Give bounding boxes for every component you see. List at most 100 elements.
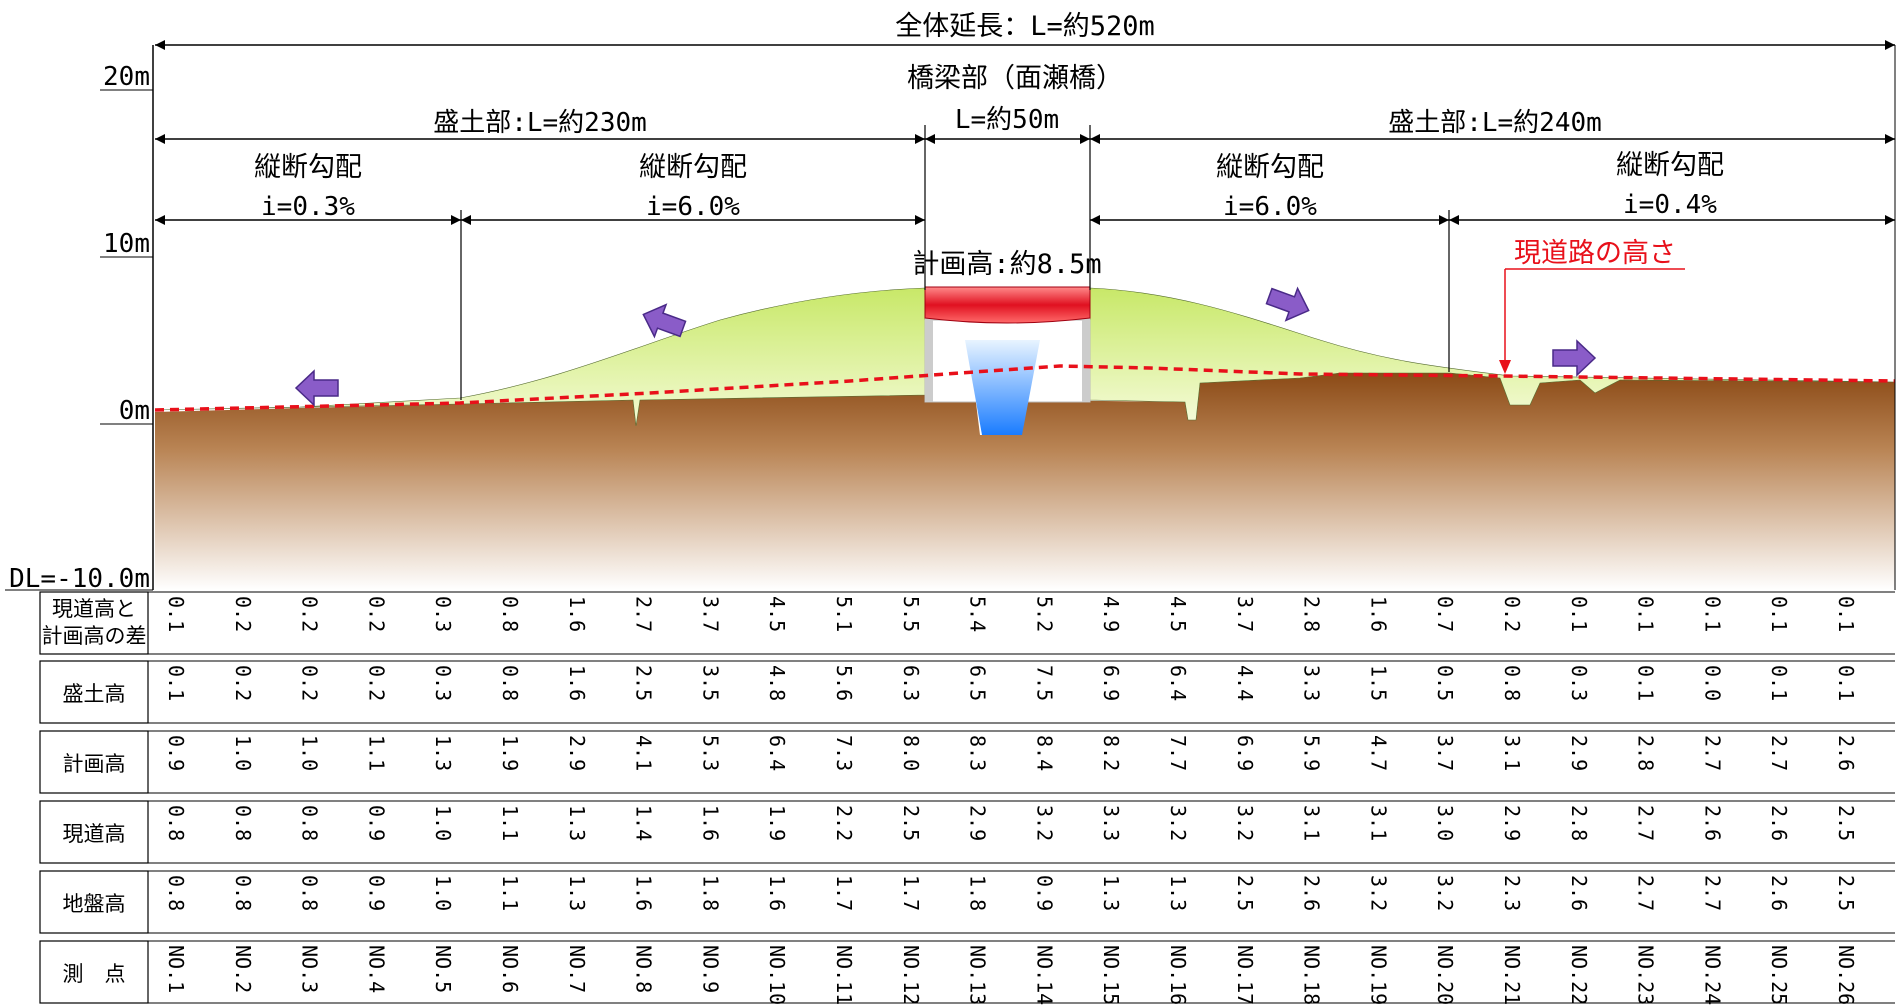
table-cell-value: 0.1 <box>1634 596 1658 632</box>
table-cell-value: 1.0 <box>298 735 322 771</box>
table-cell-value: 6.4 <box>1166 665 1190 701</box>
slope-4-value: i=0.4% <box>1623 190 1717 220</box>
table-row-label-cell <box>39 660 149 724</box>
table-cell-value: 1.3 <box>565 875 589 911</box>
table-cell-value: 0.9 <box>1032 875 1056 911</box>
table-cell-value: 4.7 <box>1366 735 1390 771</box>
table-cell-value: 2.9 <box>565 735 589 771</box>
table-cell-value: 1.1 <box>498 805 522 841</box>
table-cell-value: 2.7 <box>1700 735 1724 771</box>
table-cell-value: 0.2 <box>231 665 255 701</box>
table-cell-value: 6.9 <box>1099 665 1123 701</box>
table-cell-value: NO.20 <box>1433 945 1457 1005</box>
table-cell-value: 1.4 <box>632 805 656 841</box>
table-cell-value: 3.2 <box>1032 805 1056 841</box>
table-cell-value: 2.3 <box>1500 875 1524 911</box>
bridge-deck <box>924 286 1091 324</box>
table-cell-value: 0.3 <box>431 596 455 632</box>
table-cell-value: 6.5 <box>966 665 990 701</box>
table-cell-value: NO.10 <box>765 945 789 1005</box>
dim-embank-right-label: 盛土部:L=約240m <box>1388 108 1602 138</box>
table-cell-value: 1.0 <box>431 875 455 911</box>
axis-label-0m: 0m <box>119 396 150 426</box>
table-cell-value: NO.15 <box>1099 945 1123 1005</box>
table-cell-value: 2.8 <box>1634 735 1658 771</box>
table-cell-value: NO.1 <box>164 945 188 993</box>
dim-embank-left-label: 盛土部:L=約230m <box>433 108 647 138</box>
slope-2-title: 縦断勾配 <box>639 152 747 183</box>
table-cell-value: NO.5 <box>431 945 455 993</box>
table-cell-value: 2.6 <box>1834 735 1858 771</box>
dim-total-label: 全体延長：L=約520m <box>895 11 1155 42</box>
table-cell-value: 0.2 <box>1500 596 1524 632</box>
table-cell-value: 1.3 <box>1099 875 1123 911</box>
table-cell-value: 0.2 <box>231 596 255 632</box>
table-cell-value: 0.8 <box>164 875 188 911</box>
table-cell-value: 3.2 <box>1366 875 1390 911</box>
table-cell-value: 1.0 <box>231 735 255 771</box>
table-cell-value: 1.6 <box>565 665 589 701</box>
table-cell-value: NO.13 <box>966 945 990 1005</box>
table-row-label: 現道高と <box>52 597 136 621</box>
axis-label-datum: DL=-10.0m <box>9 564 150 594</box>
table-cell-value: 1.6 <box>632 875 656 911</box>
table-cell-value: 1.6 <box>1366 596 1390 632</box>
table-row-label: 地盤高 <box>63 892 126 916</box>
table-cell-value: NO.4 <box>364 945 388 993</box>
table-cell-value: 0.8 <box>164 805 188 841</box>
table-cell-value: 3.2 <box>1233 805 1257 841</box>
table-cell-value: 1.6 <box>765 875 789 911</box>
table-cell-value: NO.18 <box>1300 945 1324 1005</box>
table-cell-value: 0.1 <box>1567 596 1591 632</box>
road-height-label: 現道路の高さ <box>1514 238 1676 269</box>
table-cell-value: 6.3 <box>899 665 923 701</box>
table-row-label-cell <box>39 730 149 794</box>
table-cell-value: 5.9 <box>1300 735 1324 771</box>
table-cell-value: 2.5 <box>1834 805 1858 841</box>
bridge-pier-right <box>1082 318 1090 402</box>
table-cell-value: 0.1 <box>164 665 188 701</box>
table-cell-value: NO.12 <box>899 945 923 1005</box>
table-cell-value: 4.4 <box>1233 665 1257 701</box>
table-cell-value: 1.3 <box>565 805 589 841</box>
table-cell-value: NO.14 <box>1032 945 1056 1005</box>
table-cell-value: 4.9 <box>1099 596 1123 632</box>
table-cell-value: NO.26 <box>1834 945 1858 1005</box>
table-cell-value: NO.2 <box>231 945 255 993</box>
table-cell-value: 0.2 <box>298 596 322 632</box>
slope-1-title: 縦断勾配 <box>254 152 362 183</box>
table-cell-value: 4.5 <box>765 596 789 632</box>
table-cell-value: 6.9 <box>1233 735 1257 771</box>
table-cell-value: 0.3 <box>431 665 455 701</box>
table-cell-value: 2.6 <box>1300 875 1324 911</box>
table-row-label-cell <box>39 591 149 655</box>
table-cell-value: 1.6 <box>698 805 722 841</box>
table-cell-value: 0.8 <box>1500 665 1524 701</box>
slope-3-title: 縦断勾配 <box>1216 152 1324 183</box>
table-cell-value: 0.1 <box>1834 596 1858 632</box>
table-cell-value: 1.6 <box>565 596 589 632</box>
table-row-label-cell <box>39 870 149 934</box>
direction-arrow-right-2 <box>1552 339 1597 377</box>
table-cell-value: 5.3 <box>698 735 722 771</box>
table-cell-value: 2.5 <box>632 665 656 701</box>
table-cell-value: 7.7 <box>1166 735 1190 771</box>
table-cell-value: 0.8 <box>231 875 255 911</box>
table-cell-value: 3.7 <box>698 596 722 632</box>
table-row-label: 盛土高 <box>63 682 126 706</box>
table-cell-value: 2.7 <box>1767 735 1791 771</box>
table-cell-value: 5.5 <box>899 596 923 632</box>
table-cell-value: 0.8 <box>298 875 322 911</box>
table-cell-value: NO.11 <box>832 945 856 1005</box>
table-cell-value: NO.21 <box>1500 945 1524 1005</box>
table-cell-value: 7.3 <box>832 735 856 771</box>
table-row-label: 計画高の差 <box>42 624 147 648</box>
table-cell-value: 1.5 <box>1366 665 1390 701</box>
table-cell-value: 1.8 <box>966 875 990 911</box>
table-cell-value: 0.1 <box>1634 665 1658 701</box>
bridge-pier-left <box>925 318 933 402</box>
